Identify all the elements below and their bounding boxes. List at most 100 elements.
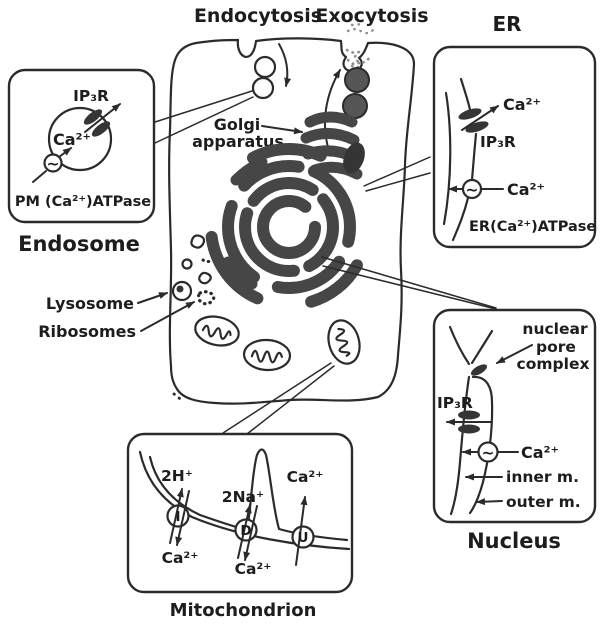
nuclear-pore-arrow: [496, 344, 533, 364]
endocytosis-label: Endocytosis: [194, 5, 322, 27]
er-nuclear-whorl: [205, 143, 373, 311]
u-ca-uptake-arrow: [295, 496, 308, 566]
golgi-blob: [343, 142, 365, 174]
ribosome-dots-bottom: [172, 392, 186, 404]
vesicle-blob: [190, 234, 206, 249]
ribosomes-label: Ribosomes: [38, 322, 136, 341]
nucleus-ip3r-channel: [458, 424, 480, 434]
mito-cristae: [201, 324, 232, 340]
whorl-ring-2: [239, 177, 339, 277]
endocytic-vesicle-1: [253, 55, 277, 79]
ribosomes-arrow: [140, 301, 195, 332]
plasma-membrane: [168, 37, 416, 405]
mito-cristae: [250, 349, 284, 364]
nucleus-ca-label: Ca²⁺: [521, 443, 559, 462]
exocytosis-stipple-released: [346, 23, 375, 35]
lysosome-label: Lysosome: [46, 294, 134, 313]
whorl-ring-3: [222, 160, 356, 294]
lysosome-core: [176, 285, 184, 293]
mitochondrion-cell-1: [194, 315, 240, 347]
er-atpase-symbol: ~: [466, 181, 479, 199]
endosome-ca-release-arrow: [84, 103, 121, 133]
exocytosis-label: Exocytosis: [315, 5, 428, 27]
ca-middle-label: Ca²⁺: [235, 560, 272, 578]
endosome-ca-label: Ca²⁺: [53, 130, 91, 149]
er-membrane-bottom: [451, 196, 470, 242]
exocytosis-arrow: [324, 69, 341, 152]
nucleus-connector-line: [322, 265, 497, 310]
exocytosis-stipple-granule: [345, 48, 371, 69]
nucleus-title: Nucleus: [467, 529, 561, 553]
endosome-box: [7, 68, 156, 224]
ribosome-cluster: [196, 290, 216, 306]
nucleus-atpase-symbol: ~: [482, 444, 495, 462]
i-export-arrow: [169, 488, 184, 544]
golgi-arrow: [261, 125, 303, 135]
endosome-ca-in-arrow: [58, 147, 72, 158]
d-export-arrow: [237, 504, 252, 559]
cell: Endocytosis Exocytosis Golgi apparatus: [38, 5, 429, 405]
endosome-ip3r-channel: [83, 109, 103, 125]
er-box: [432, 45, 597, 249]
er-ip3r-label: IP₃R: [480, 133, 516, 151]
outer-membrane-arrow: [476, 498, 503, 506]
nucleus-box: [432, 308, 597, 524]
nucleus-connector-line: [321, 256, 497, 309]
er-ca-pumped-label: Ca²⁺: [507, 180, 545, 199]
er-ip3r-channel: [465, 121, 489, 133]
secretory-vesicle-1: [344, 67, 370, 93]
nuclear-pore-label-2: pore: [536, 338, 576, 356]
dot-cluster: [201, 258, 215, 263]
mito-cristae: [335, 327, 351, 357]
endosome-title: Endosome: [18, 232, 140, 256]
mitochondrion-connector-line: [222, 362, 332, 434]
whorl-ring-4: [205, 143, 373, 311]
h-ions-label: 2H⁺: [161, 467, 193, 485]
outer-membrane-label: outer m.: [506, 493, 581, 511]
whorl-stroke: [230, 156, 268, 186]
transporter-i-label: I: [175, 509, 180, 525]
endosome-connector-line: [154, 90, 253, 123]
nucleus-callout: nuclear pore complex IP₃R ~ Ca²⁺ inner m…: [432, 308, 597, 553]
nucleus-ip3r-channel: [458, 410, 480, 420]
endosome-atpase-pump: [43, 153, 63, 173]
inner-membrane-label: inner m.: [506, 468, 579, 486]
nuclear-pore-label-3: complex: [517, 355, 590, 373]
er-pump-label: ER(Ca²⁺)ATPase: [469, 219, 596, 235]
endosome-connector-line: [154, 96, 254, 144]
mito-outline: [242, 338, 292, 372]
golgi-label-line2: apparatus: [192, 132, 284, 151]
ca-left-label: Ca²⁺: [162, 549, 199, 567]
golgi-label-line1: Golgi: [214, 115, 261, 134]
endosome-membrane: [47, 106, 113, 172]
nuclear-membrane-inner: [449, 375, 471, 516]
er-title: ER: [492, 12, 521, 36]
er-connector-line: [365, 172, 431, 192]
mitochondrion-title: Mitochondrion: [170, 600, 317, 621]
transporter-u-label: U: [298, 530, 309, 546]
mitochondrion-cell-3: [327, 319, 361, 365]
er-connector-line: [363, 156, 431, 187]
endosome-atpase-symbol: ~: [47, 155, 60, 173]
mitochondrion-box: [126, 432, 354, 594]
i-ca-in-arrow: [175, 490, 190, 546]
mito-outline: [194, 315, 240, 347]
nuclear-pore: [470, 364, 488, 376]
ca-right-label: Ca²⁺: [287, 468, 324, 486]
nuclear-pore-label-1: nuclear: [522, 320, 588, 338]
endosome-pump-leader: [32, 170, 47, 183]
endosome-pump-label: PM (Ca²⁺)ATPase: [15, 194, 151, 210]
er-ca-released-label: Ca²⁺: [503, 95, 541, 114]
nuclear-envelope-funnel-right: [470, 329, 494, 365]
d-ca-in-arrow: [243, 505, 258, 561]
mitochondrion-connector-line: [246, 365, 335, 435]
small-vesicle: [181, 258, 193, 270]
er-membrane-mid: [470, 132, 478, 182]
na-ions-label: 2Na⁺: [222, 488, 264, 506]
endosome-callout: IP₃R Ca²⁺ ~ PM (Ca²⁺)ATPase Endosome: [7, 68, 156, 256]
mito-inner-membrane: [148, 448, 349, 542]
mitochondrion-callout: I 2H⁺ Ca²⁺ D 2Na⁺ Ca²⁺ U Ca²⁺ Mitochondr…: [126, 432, 354, 621]
er-membrane-outer: [442, 91, 452, 226]
